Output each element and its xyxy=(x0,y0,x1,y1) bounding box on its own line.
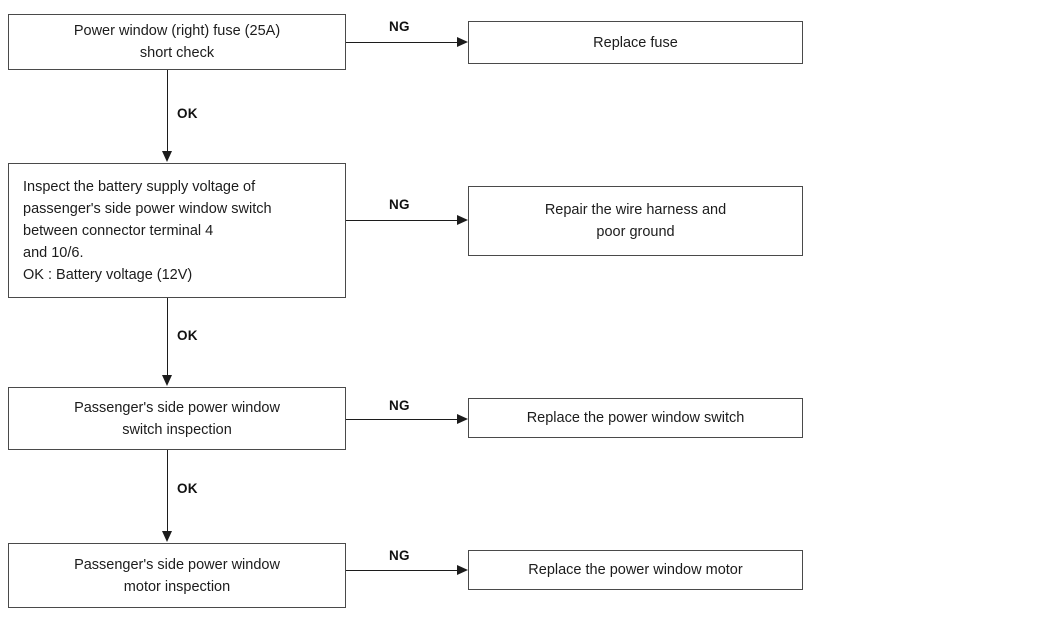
ng-label-2: NG xyxy=(389,197,410,212)
ng-connector-1 xyxy=(346,42,458,43)
ng-arrowhead-1 xyxy=(457,36,468,47)
result-node-3-label: Replace the power window switch xyxy=(526,410,745,426)
result-node-1[interactable]: Replace fuse xyxy=(468,21,803,64)
ok-label-3: OK xyxy=(177,481,198,496)
result-node-1-label: Replace fuse xyxy=(593,34,678,51)
ok-connector-1 xyxy=(167,70,168,152)
step-node-1[interactable]: Power window (right) fuse (25A) short ch… xyxy=(8,14,346,70)
ng-arrowhead-4 xyxy=(457,564,468,575)
ng-connector-4 xyxy=(346,570,458,571)
ok-connector-2 xyxy=(167,298,168,376)
result-node-3[interactable]: Replace the power window switch xyxy=(468,398,803,438)
ok-arrowhead-1 xyxy=(162,151,172,162)
ng-label-1: NG xyxy=(389,19,410,34)
result-node-4[interactable]: Replace the power window motor xyxy=(468,550,803,590)
result-node-2-label: Repair the wire harness and poor ground xyxy=(544,202,727,240)
ok-label-2: OK xyxy=(177,328,198,343)
ng-connector-2 xyxy=(346,220,458,221)
ok-connector-3 xyxy=(167,450,168,532)
ng-arrowhead-2 xyxy=(457,214,468,225)
step-node-1-label: Power window (right) fuse (25A) short ch… xyxy=(73,23,281,61)
ng-label-3: NG xyxy=(389,398,410,413)
ng-arrowhead-3 xyxy=(457,413,468,424)
ok-arrowhead-2 xyxy=(162,375,172,386)
ng-label-4: NG xyxy=(389,548,410,563)
result-node-2[interactable]: Repair the wire harness and poor ground xyxy=(468,186,803,256)
step-node-2-label: Inspect the battery supply voltage of pa… xyxy=(23,178,272,283)
result-node-4-label: Replace the power window motor xyxy=(528,562,743,578)
step-node-4[interactable]: Passenger's side power window motor insp… xyxy=(8,543,346,608)
ng-connector-3 xyxy=(346,419,458,420)
ok-arrowhead-3 xyxy=(162,531,172,542)
step-node-2[interactable]: Inspect the battery supply voltage of pa… xyxy=(8,163,346,298)
ok-label-1: OK xyxy=(177,106,198,121)
step-node-3-label: Passenger's side power window switch ins… xyxy=(74,399,280,438)
step-node-3[interactable]: Passenger's side power window switch ins… xyxy=(8,387,346,450)
step-node-4-label: Passenger's side power window motor insp… xyxy=(74,556,280,595)
